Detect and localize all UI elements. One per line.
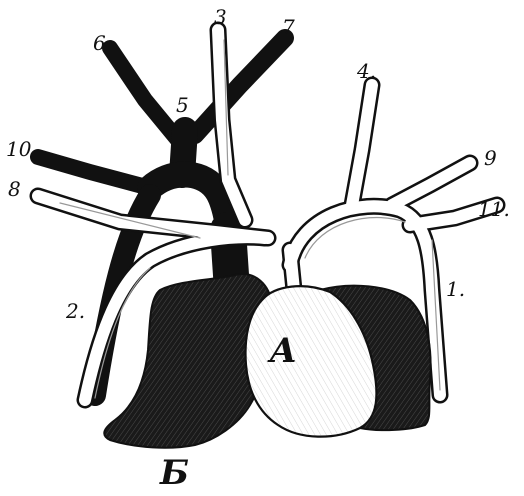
label-7: 7	[282, 15, 295, 39]
label-B: Б	[159, 453, 189, 493]
label-2: 2.	[65, 299, 85, 323]
label-9: 9	[484, 146, 497, 170]
vessel-7	[195, 38, 285, 135]
label-4: 4.	[356, 59, 376, 83]
vessel-10	[38, 157, 150, 188]
label-10: 10	[6, 137, 32, 161]
label-5: 5	[176, 93, 189, 117]
label-3: 3	[214, 5, 227, 29]
vessel-9	[392, 163, 470, 205]
label-8: 8	[8, 177, 21, 201]
label-11: 11.	[478, 197, 510, 221]
label-1: 1.	[446, 277, 465, 301]
label-6: 6	[93, 31, 106, 55]
vessel-6	[110, 48, 178, 140]
label-A: A	[267, 331, 296, 371]
